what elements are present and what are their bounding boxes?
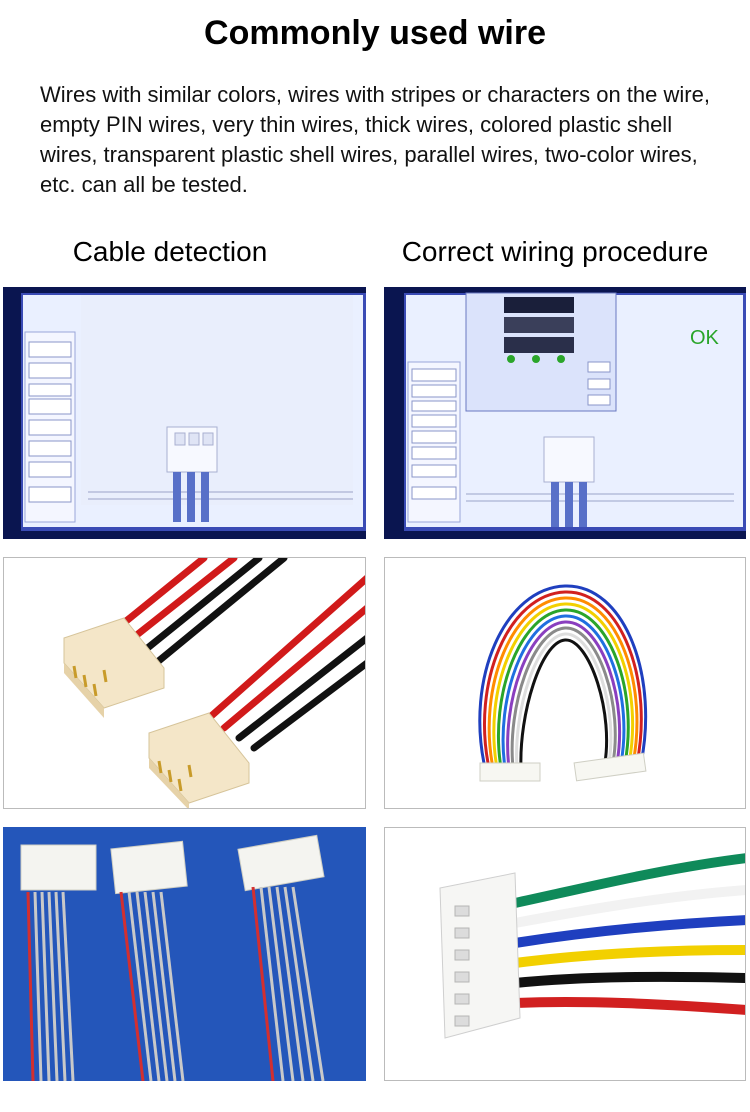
page-title: Commonly used wire (204, 14, 546, 52)
six-color-wire-connector-photo (384, 827, 746, 1081)
description-text: Wires with similar colors, wires with st… (40, 82, 710, 197)
heading-cable-detection: Cable detection (72, 236, 268, 267)
correct-wiring-screen-photo: OK (384, 287, 746, 539)
rainbow-loop-cable-photo (384, 557, 746, 809)
cable-detection-screen-photo (3, 287, 366, 539)
ok-status-label: OK (690, 327, 719, 349)
gray-ribbon-cables-photo (3, 827, 366, 1081)
red-black-wire-connectors-photo (3, 557, 366, 809)
heading-correct-wiring: Correct wiring procedure (401, 236, 709, 267)
